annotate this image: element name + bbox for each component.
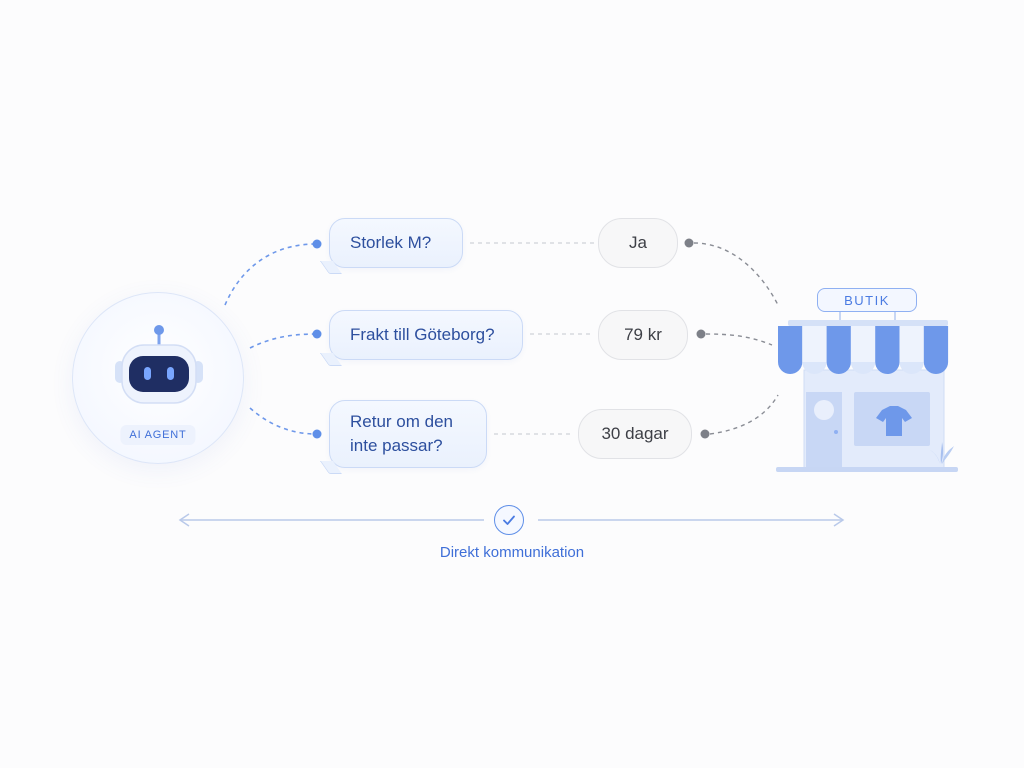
- ai-agent-badge: AI AGENT: [120, 425, 196, 445]
- question-bubble-size: Storlek M?: [329, 218, 463, 268]
- question-text: Frakt till Göteborg?: [350, 325, 495, 344]
- answer-pill-size: Ja: [598, 218, 678, 268]
- footer-caption: Direkt kommunikation: [439, 544, 585, 561]
- question-dot-3: [312, 429, 322, 439]
- answer-dot-1: [684, 238, 694, 248]
- question-bubble-shipping: Frakt till Göteborg?: [329, 310, 523, 360]
- answer-pill-return: 30 dagar: [578, 409, 692, 459]
- question-text: Storlek M?: [350, 233, 432, 252]
- agent-connector-1: [224, 243, 317, 306]
- check-badge: [494, 505, 524, 535]
- shop-node: BUTIK: [770, 286, 965, 478]
- double-arrow-icon: [178, 513, 845, 527]
- agent-connector-2: [249, 333, 317, 349]
- question-text: Retur om den inte passar?: [350, 412, 453, 455]
- shop-label: BUTIK: [817, 288, 917, 312]
- answer-text: 30 dagar: [601, 424, 669, 443]
- question-dot-1: [312, 239, 322, 249]
- agent-connector-3: [249, 407, 317, 435]
- answer-text: Ja: [629, 233, 647, 252]
- answer-dot-2: [696, 329, 706, 339]
- question-dot-2: [312, 329, 322, 339]
- answer-pill-shipping: 79 kr: [598, 310, 688, 360]
- question-bubble-return: Retur om den inte passar?: [329, 400, 487, 468]
- t-shirt-icon: [876, 406, 912, 436]
- answer-dot-3: [700, 429, 710, 439]
- ai-agent-node: AI AGENT: [72, 292, 244, 464]
- answer-text: 79 kr: [624, 325, 662, 344]
- shop-connector-1: [693, 242, 779, 306]
- robot-icon: [115, 325, 203, 404]
- shop-connector-3: [709, 394, 779, 435]
- storefront-icon: [776, 312, 958, 472]
- check-icon: [503, 515, 515, 525]
- shop-connector-2: [705, 333, 773, 346]
